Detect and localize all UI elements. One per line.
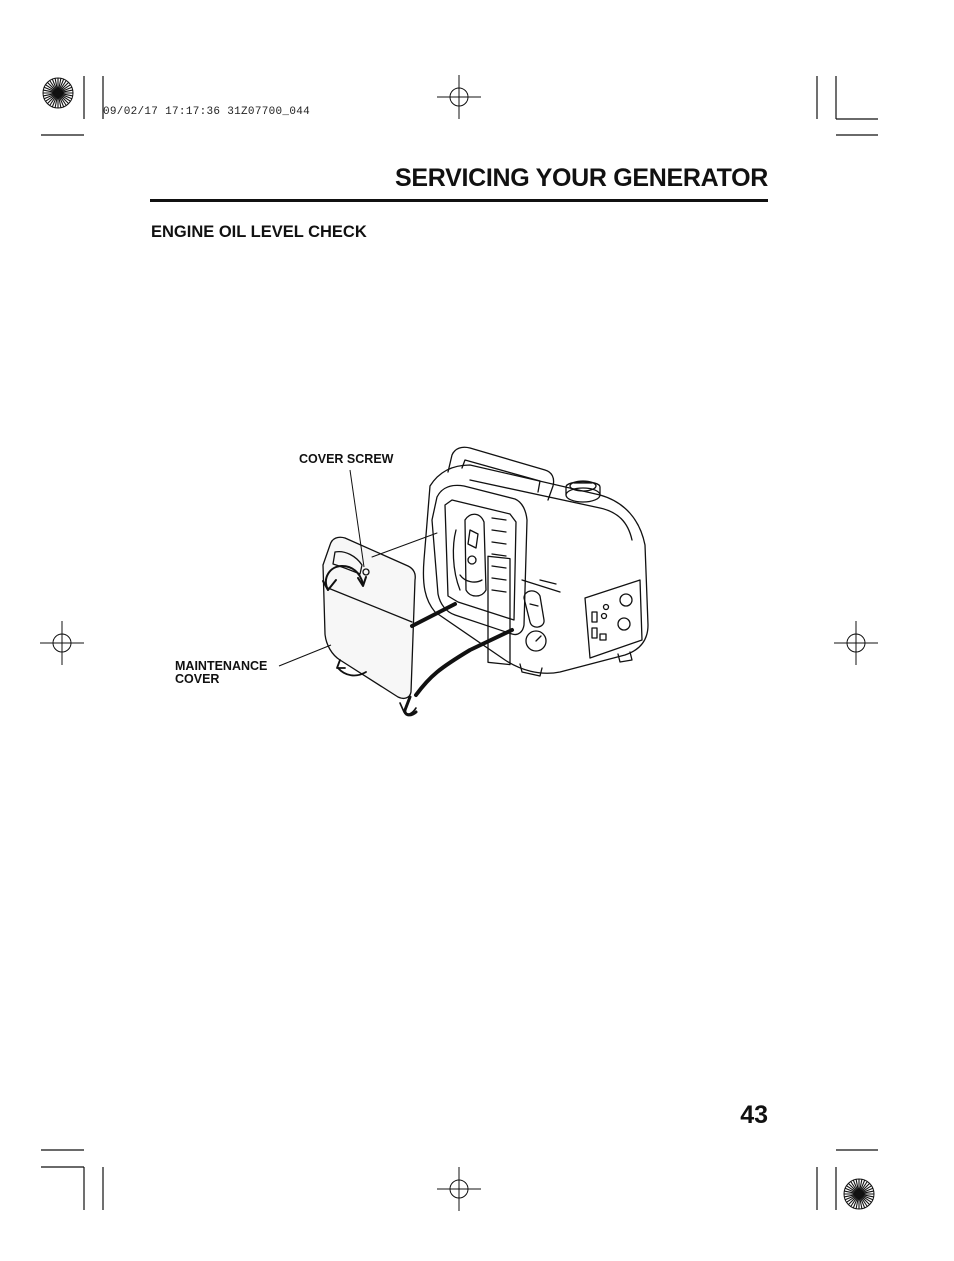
print-timestamp: 09/02/17 17:17:36 31Z07700_044 — [103, 106, 311, 118]
page-number: 43 — [740, 1101, 768, 1129]
maintenance-cover-callout: MAINTENANCE COVER — [175, 660, 267, 686]
maintenance-cover-callout-line1: MAINTENANCE — [175, 659, 268, 673]
maintenance-cover-callout-line2: COVER — [175, 672, 220, 686]
section-heading: ENGINE OIL LEVEL CHECK — [151, 223, 367, 241]
page-title: SERVICING YOUR GENERATOR — [395, 164, 768, 192]
cover-screw-callout: COVER SCREW — [299, 452, 394, 466]
carry-handle — [447, 446, 555, 501]
starburst-top-left — [42, 77, 74, 109]
maintenance-cover-leader — [278, 644, 332, 667]
engine-internals — [452, 513, 511, 666]
crosshair-bottom — [437, 1167, 481, 1211]
control-panel — [584, 579, 643, 659]
cover-screw-leader — [349, 469, 365, 568]
starburst-bottom-right — [843, 1178, 875, 1210]
maintenance-cover-panel — [322, 536, 416, 699]
crosshair-left — [40, 621, 84, 665]
recoil-starter-icon — [525, 630, 547, 652]
generator-body — [422, 464, 649, 674]
title-rule — [150, 199, 768, 202]
cover-screw-icon — [362, 568, 370, 576]
fuel-cap — [565, 480, 601, 503]
crosshair-top — [437, 75, 481, 119]
crosshair-marks — [40, 75, 878, 1211]
choke-lever — [523, 590, 545, 628]
crosshair-right — [834, 621, 878, 665]
